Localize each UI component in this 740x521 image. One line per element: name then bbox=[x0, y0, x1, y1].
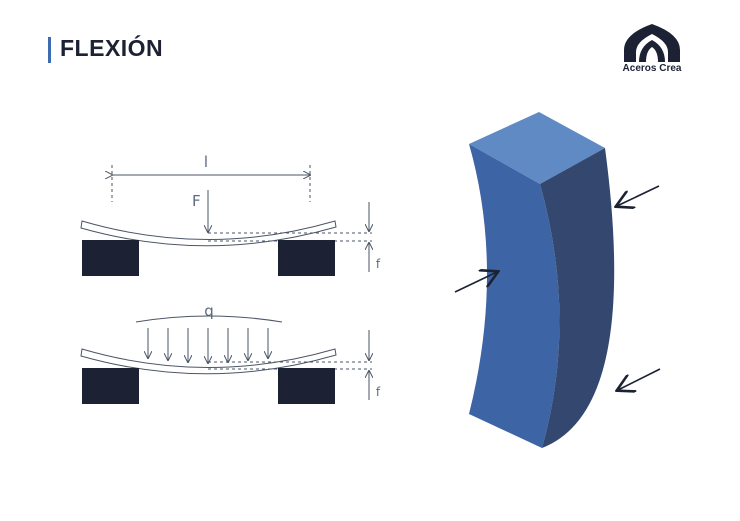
aceros-crea-logo-icon bbox=[624, 24, 680, 62]
load-curve bbox=[135, 315, 283, 323]
right-support bbox=[278, 368, 335, 404]
distributed-load-beam-diagram: q f bbox=[80, 302, 381, 404]
span-label: l bbox=[204, 153, 208, 171]
deflection-label: f bbox=[376, 385, 381, 399]
deflected-beam bbox=[80, 220, 337, 247]
deflection-label: f bbox=[376, 257, 381, 271]
left-support bbox=[82, 240, 139, 276]
point-load-beam-diagram: l F f bbox=[80, 153, 381, 276]
beam-front-face bbox=[469, 144, 560, 448]
deflected-beam bbox=[80, 348, 337, 375]
distributed-load-label: q bbox=[204, 302, 214, 320]
page-title: FLEXIÓN bbox=[60, 35, 164, 61]
brand-logo: Aceros Crea bbox=[612, 20, 692, 80]
brand-name: Aceros Crea bbox=[622, 63, 682, 74]
beam-top-face bbox=[469, 112, 605, 184]
title-accent-bar bbox=[48, 37, 51, 63]
beam-side-face bbox=[540, 148, 615, 448]
right-support bbox=[278, 240, 335, 276]
bent-beam-3d bbox=[454, 112, 661, 448]
force-arrow-icon bbox=[617, 185, 660, 206]
force-arrow-icon bbox=[618, 368, 661, 390]
force-label: F bbox=[192, 192, 201, 210]
left-support bbox=[82, 368, 139, 404]
force-arrow-icon bbox=[454, 272, 497, 293]
